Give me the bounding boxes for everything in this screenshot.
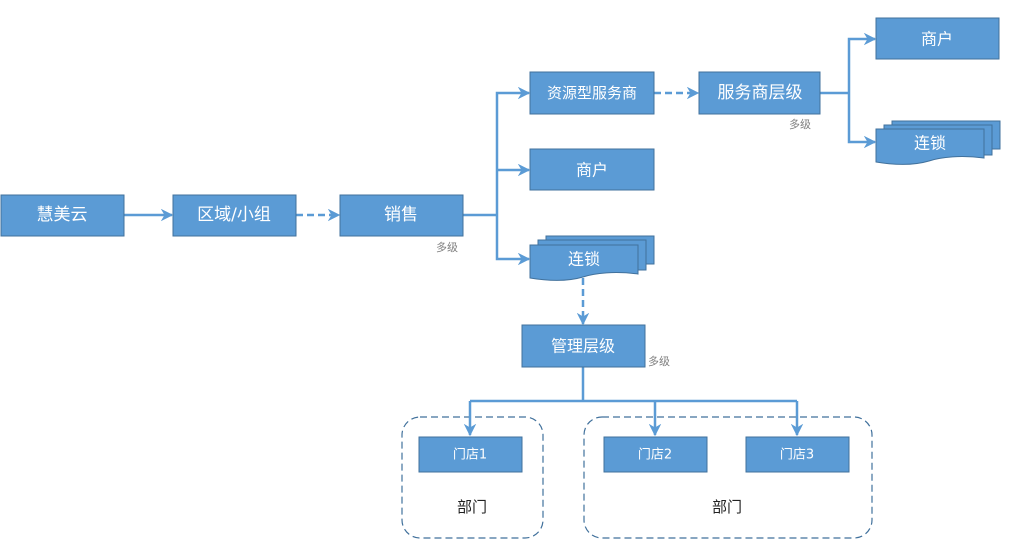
node-huimeiyun[interactable]	[0, 194, 125, 237]
label-sales: 销售	[384, 205, 418, 225]
label-store1: 门店1	[453, 448, 487, 463]
label-chain-mid: 连锁	[568, 250, 600, 269]
node-store2[interactable]	[603, 436, 708, 473]
edge-sales-resource-provider	[495, 86, 531, 215]
node-resource-provider[interactable]	[529, 71, 655, 115]
node-region-group[interactable]	[172, 194, 297, 237]
label-merchant-top: 商户	[921, 30, 953, 49]
node-sales[interactable]	[339, 194, 464, 237]
note-sales-multi-level: 多级	[436, 240, 458, 254]
edge-provider-merchant	[847, 32, 877, 93]
node-merchant-top[interactable]	[875, 17, 1000, 60]
node-store3[interactable]	[745, 436, 850, 473]
label-department-a: 部门	[457, 498, 487, 516]
node-provider-levels[interactable]	[698, 71, 821, 115]
note-management-multi-level: 多级	[648, 354, 670, 368]
label-merchant-mid: 商户	[576, 161, 608, 180]
department-group-a	[401, 416, 544, 539]
label-resource-provider: 资源型服务商	[547, 84, 637, 102]
edge-sales-chain	[495, 215, 531, 266]
department-group-b	[583, 416, 873, 539]
node-chain-mid[interactable]	[529, 235, 655, 281]
node-chain-top[interactable]	[875, 120, 1001, 165]
label-management-levels: 管理层级	[551, 337, 615, 356]
label-provider-levels: 服务商层级	[718, 83, 803, 103]
node-store1[interactable]	[418, 436, 523, 473]
label-store2: 门店2	[638, 448, 672, 463]
edge-provider-chain	[847, 93, 877, 149]
label-huimeiyun: 慧美云	[37, 205, 88, 225]
note-provider-multi-level: 多级	[789, 117, 811, 131]
node-merchant-mid[interactable]	[529, 148, 655, 191]
label-chain-top: 连锁	[914, 134, 946, 153]
label-store3: 门店3	[780, 448, 814, 463]
node-management-levels[interactable]	[521, 324, 646, 368]
label-region-group: 区域/小组	[197, 205, 271, 225]
label-department-b: 部门	[712, 498, 742, 516]
